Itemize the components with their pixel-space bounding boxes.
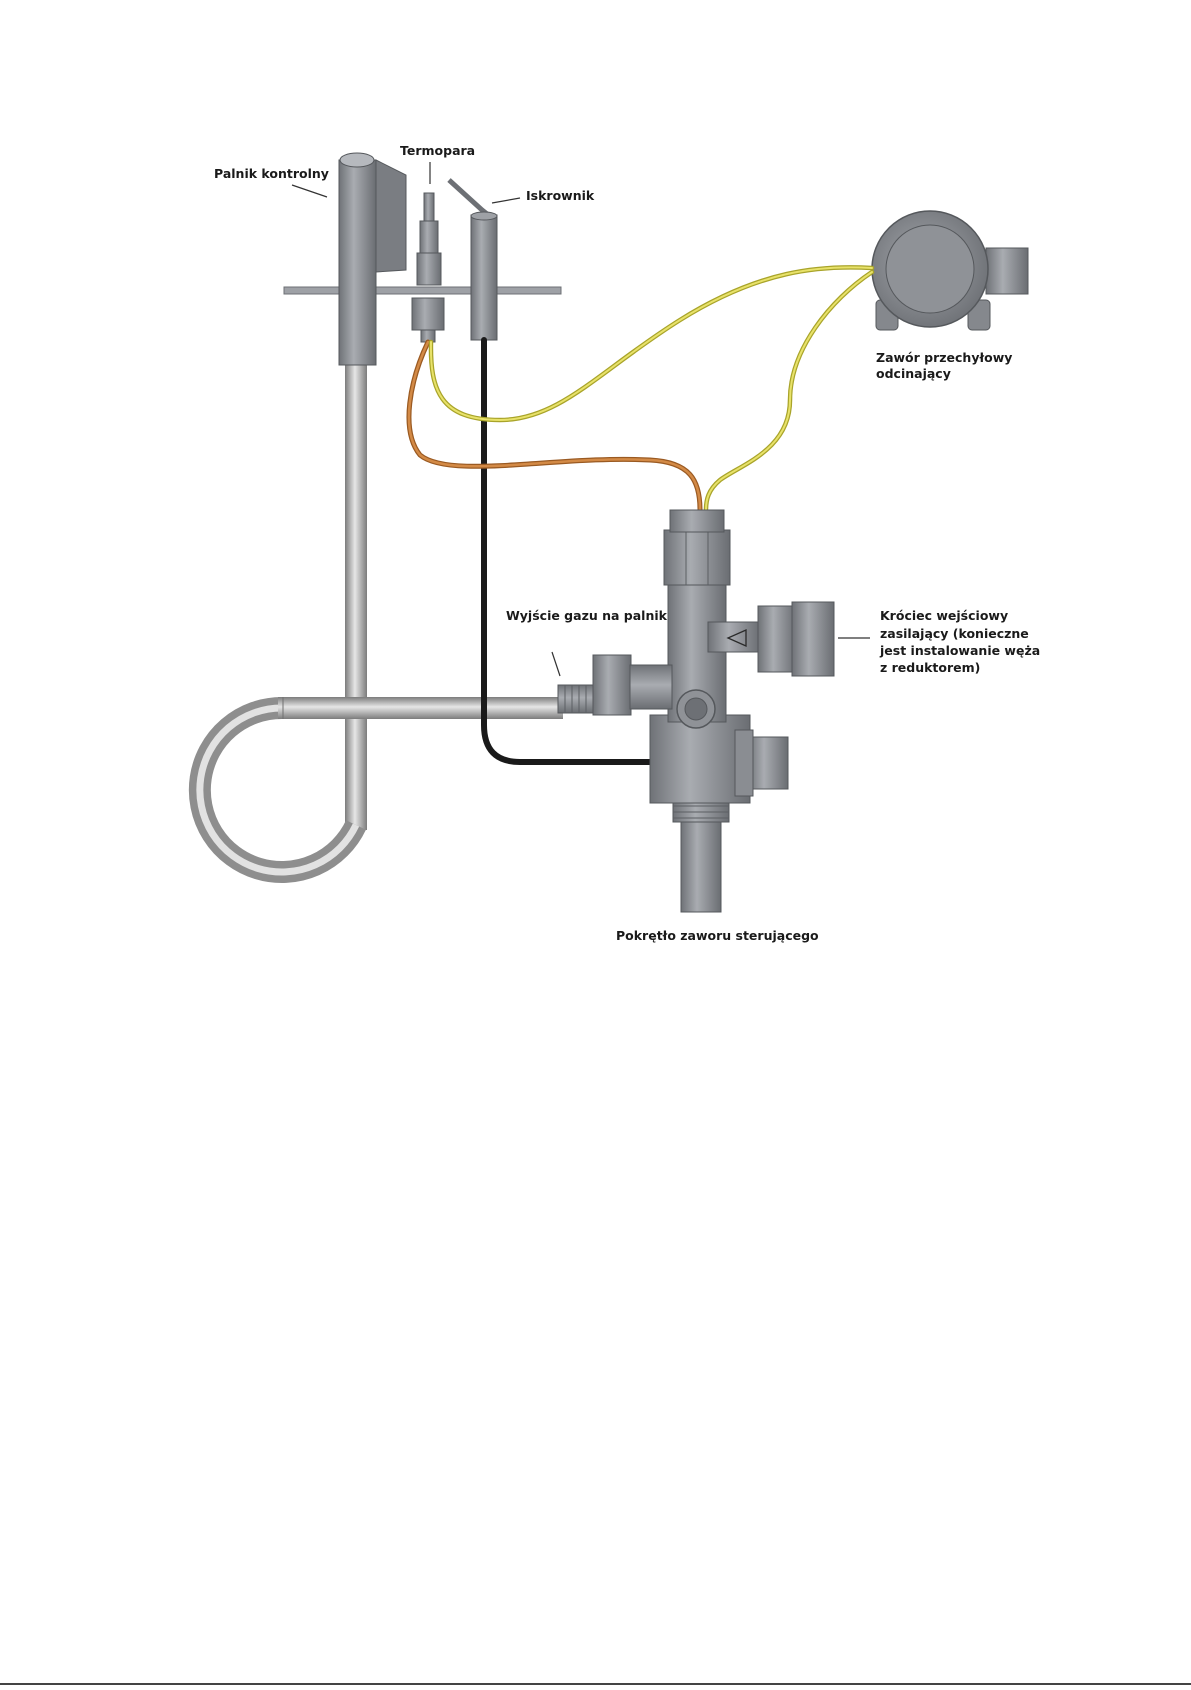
- label-tilt-valve-1: Zawór przechyłowy: [876, 350, 1012, 366]
- label-inlet-3: jest instalowanie węża: [880, 643, 1040, 659]
- label-inlet-4: z reduktorem): [880, 660, 980, 676]
- label-thermocouple: Termopara: [400, 143, 475, 159]
- label-inlet-2: zasilający (konieczne: [880, 626, 1029, 642]
- pilot-burner: [339, 153, 406, 365]
- igniter: [449, 180, 497, 340]
- label-igniter: Iskrownik: [526, 188, 594, 204]
- thermocouple: [412, 193, 444, 342]
- label-tilt-valve-2: odcinający: [876, 366, 951, 382]
- tilt-shutoff-valve: [872, 211, 1028, 330]
- label-inlet-1: Króciec wejściowy: [880, 608, 1008, 624]
- label-knob: Pokrętło zaworu sterującego: [616, 928, 819, 944]
- label-pilot-burner: Palnik kontrolny: [214, 166, 329, 182]
- control-valve: [558, 510, 834, 912]
- pilot-mounting-plate: [284, 287, 561, 294]
- label-gas-outlet: Wyjście gazu na palnik: [506, 608, 667, 624]
